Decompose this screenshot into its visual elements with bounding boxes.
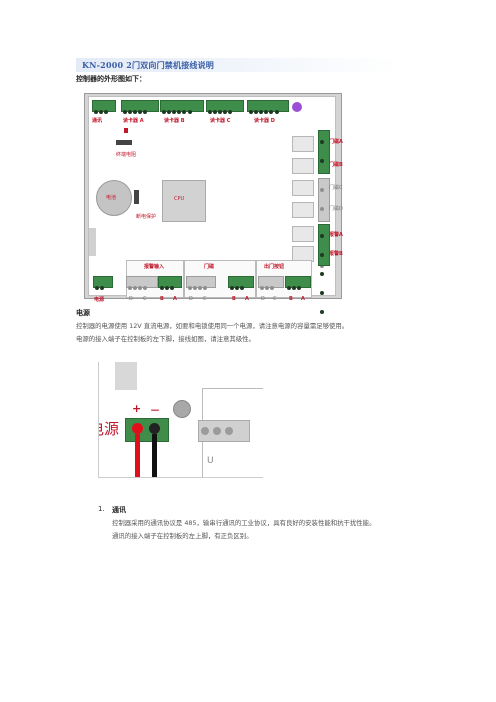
side-component [89, 228, 96, 256]
pin-d: D [261, 296, 265, 302]
relay-3 [292, 180, 314, 196]
photo-u-label: U [207, 456, 214, 466]
pin-c: C [143, 296, 147, 302]
photo-power-terminal [125, 418, 169, 442]
pin-c: C [273, 296, 277, 302]
page-title: KN-2000 2门双向门禁机接线说明 [82, 60, 215, 70]
red-wire [135, 434, 140, 477]
board-caption: 控制器的外形图如下： [76, 75, 146, 83]
reader-d-terminal [247, 100, 289, 114]
power-terminal [93, 276, 113, 290]
black-wire [152, 434, 157, 477]
door-lock-b-label: 门磁B [329, 162, 343, 168]
comm-label: 通讯 [92, 118, 103, 124]
jumper-icon [116, 140, 132, 145]
reader-c-label: 读卡器 C [210, 118, 231, 124]
relay-5 [292, 226, 314, 242]
resistor-label: 终端电阻 [116, 152, 137, 158]
exit-button-label: 出门按钮 [264, 264, 285, 270]
minus-sign: － [150, 406, 160, 417]
relay-1 [292, 136, 314, 152]
power-section-line-2: 电源的接入端子在控制板的左下脚，接线如图，请注意其级性。 [76, 335, 255, 343]
comm-terminal [92, 100, 116, 114]
relay-4 [292, 202, 314, 218]
photo-terminal-grey [198, 420, 250, 442]
comm-section-heading: 通讯 [112, 506, 126, 514]
pin-b: B [232, 296, 236, 302]
protect-jumper-icon [134, 190, 139, 204]
relay-2 [292, 158, 314, 174]
pin-a: A [173, 296, 177, 302]
battery-label: 电池 [106, 195, 117, 201]
alarm-input-terminal-1 [126, 276, 158, 290]
comm-section-line-1: 控制器采用的通讯协议是 485，输串行通讯的工业协议，具有良好的安装性能和抗干扰… [112, 519, 376, 527]
pin-b: B [160, 296, 164, 302]
cpu-chip [162, 180, 206, 222]
pin-d: D [189, 296, 193, 302]
exit-button-terminal-2 [285, 276, 311, 290]
door-sensor-terminal-1 [186, 276, 216, 290]
reader-a-label: 读卡器 A [123, 118, 144, 124]
alarm-input-terminal-2 [158, 276, 182, 290]
alarm-terminal [318, 224, 330, 314]
power-section-heading: 电源 [76, 309, 90, 317]
comm-section-number: 1. [98, 505, 105, 513]
power-section-line-1: 控制器的电源使用 12V 直流电源，如要和电锁使用同一个电源，请注意电源的容量需… [76, 322, 349, 330]
power-protect-label: 断电保护 [136, 214, 157, 220]
exit-button-terminal-1 [258, 276, 284, 290]
reader-b-terminal [160, 100, 204, 114]
alarm-a-label: 报警A [329, 232, 343, 238]
pin-a: A [245, 296, 249, 302]
reader-b-label: 读卡器 B [164, 118, 185, 124]
status-led-icon [292, 102, 302, 112]
photo-battery-icon [173, 400, 191, 418]
title-highlight [76, 58, 436, 72]
resistor-icon [124, 128, 128, 133]
reader-c-terminal [206, 100, 244, 114]
comm-section-line-2: 通讯的接入端子在控制板的左上脚，有正负区别。 [112, 532, 253, 540]
reader-d-label: 读卡器 D [254, 118, 275, 124]
reader-a-terminal [121, 100, 159, 114]
battery-icon [96, 180, 132, 216]
door-lock-a-label: 门磁A [329, 139, 343, 145]
plus-sign: + [132, 402, 142, 415]
negative-screw-icon [149, 423, 160, 434]
door-lock-d-label: 门磁D [329, 206, 343, 212]
photo-power-label: 电源 [99, 420, 120, 438]
alarm-input-label: 报警输入 [144, 264, 165, 270]
cpu-label: CPU [174, 196, 185, 202]
door-lock-c-label: 门磁C [329, 185, 343, 191]
pin-c: C [203, 296, 207, 302]
positive-screw-icon [132, 423, 143, 434]
door-sensor-label: 门磁 [204, 264, 215, 270]
power-label: 电源 [94, 297, 105, 303]
power-wiring-photo: U + － 电源 [98, 362, 263, 478]
photo-component [115, 362, 137, 390]
door-sensor-terminal-2 [228, 276, 254, 290]
pin-a: A [301, 296, 305, 302]
pin-b: B [289, 296, 293, 302]
pin-d: D [129, 296, 133, 302]
alarm-b-label: 报警B [329, 251, 343, 257]
